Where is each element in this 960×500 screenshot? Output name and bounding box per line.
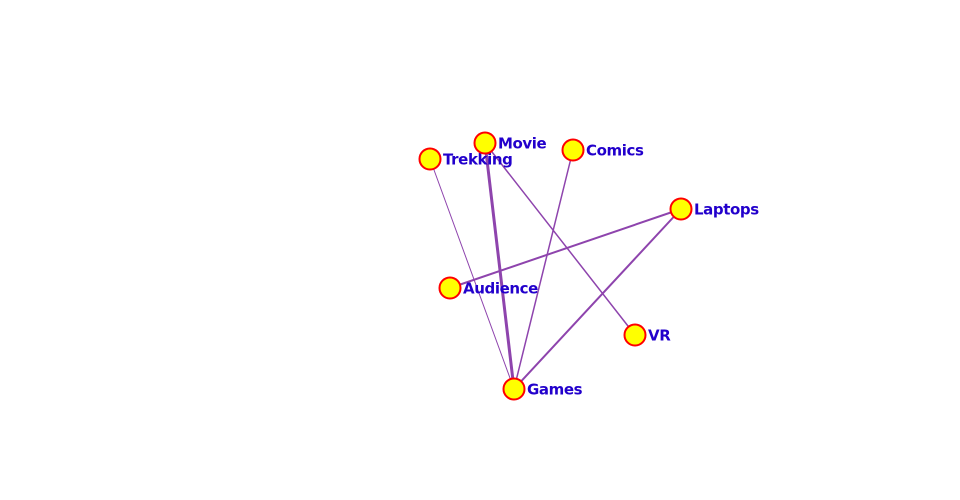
node-label-games: Games	[527, 381, 583, 399]
node-circle-movie[interactable]	[473, 131, 497, 155]
node-laptops[interactable]: Laptops	[669, 197, 760, 221]
node-label-laptops: Laptops	[694, 201, 759, 219]
edge-laptops-games	[513, 208, 682, 390]
node-label-trekking: Trekking	[443, 151, 512, 169]
edge-comics-games	[513, 149, 574, 390]
node-audience[interactable]: Audience	[438, 276, 539, 300]
node-games[interactable]: Games	[502, 377, 583, 401]
node-trekking[interactable]: Trekking	[418, 147, 513, 171]
edge-movie-games	[483, 141, 516, 391]
node-label-movie: Movie	[498, 135, 547, 153]
node-circle-comics[interactable]	[561, 138, 585, 162]
node-comics[interactable]: Comics	[561, 138, 644, 162]
edge-movie-vr	[484, 142, 636, 336]
node-label-comics: Comics	[586, 142, 644, 160]
node-label-vr: VR	[648, 327, 671, 345]
node-circle-audience[interactable]	[438, 276, 462, 300]
node-vr[interactable]: VR	[623, 323, 672, 347]
node-circle-laptops[interactable]	[669, 197, 693, 221]
edge-trekking-games	[429, 158, 515, 390]
edge-laptops-audience	[449, 208, 682, 289]
node-circle-trekking[interactable]	[418, 147, 442, 171]
node-label-audience: Audience	[463, 280, 538, 298]
edges-layer	[429, 141, 682, 391]
node-circle-vr[interactable]	[623, 323, 647, 347]
node-circle-games[interactable]	[502, 377, 526, 401]
node-movie[interactable]: Movie	[473, 131, 547, 155]
